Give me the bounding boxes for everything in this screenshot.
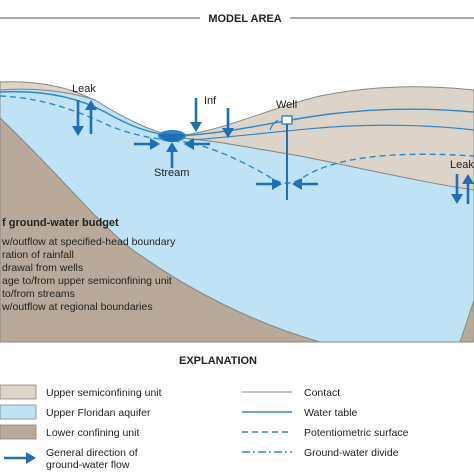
- budget-item: age to/from upper semiconfining unit: [2, 275, 172, 287]
- water-table-line: [0, 90, 474, 137]
- legend-flow-arrow-icon: [4, 452, 36, 464]
- budget-item: ration of rainfall: [2, 249, 74, 261]
- swatch-lower-confining: [0, 424, 37, 440]
- model-area-title: MODEL AREA: [208, 13, 281, 25]
- lower-confining-unit-right: [459, 299, 474, 343]
- inf-arrow-2: [222, 108, 234, 138]
- stream-label: Stream: [154, 167, 189, 179]
- budget-list: f ground-water budget w/outflow at speci…: [1, 217, 176, 313]
- inf-arrow-1: [190, 98, 202, 132]
- legend-flow-label-2: ground-water flow: [46, 459, 130, 471]
- cross-section: Leak Inf Well Stream Leak: [0, 81, 474, 343]
- legend-upper-floridan-label: Upper Floridan aquifer: [46, 407, 151, 419]
- legend-lower-confining-label: Lower confining unit: [46, 427, 139, 439]
- well-left-arrow: [256, 178, 282, 190]
- water-table-line-2: [189, 124, 474, 141]
- well-right-arrow: [292, 178, 318, 190]
- leak-left-up-arrow: [85, 100, 97, 134]
- leak-left-label: Leak: [72, 83, 96, 95]
- budget-item: drawal from wells: [2, 262, 83, 274]
- explanation-legend: EXPLANATION Upper semiconfining unit Upp…: [0, 355, 409, 471]
- model-area-header: MODEL AREA: [0, 13, 474, 25]
- legend-upper-semiconfining-label: Upper semiconfining unit: [46, 387, 162, 399]
- legend-contact-label: Contact: [304, 387, 340, 399]
- well-symbol: [269, 115, 293, 200]
- swatch-upper-semiconfining: [0, 384, 37, 400]
- leak-left-down-arrow: [72, 100, 84, 136]
- budget-item: to/from streams: [2, 288, 75, 300]
- explanation-title: EXPLANATION: [179, 355, 257, 367]
- lower-confining-unit: [0, 117, 321, 343]
- legend-water-table-label: Water table: [304, 407, 357, 419]
- budget-title: f ground-water budget: [2, 217, 119, 229]
- well-label: Well: [276, 99, 297, 111]
- stream-right-arrow: [184, 138, 210, 150]
- leak-right-label: Leak: [450, 159, 474, 171]
- swatch-upper-floridan: [0, 404, 37, 420]
- legend-flow-label-1: General direction of: [46, 447, 138, 459]
- stream-left-arrow: [134, 138, 160, 150]
- legend-divide-label: Ground-water divide: [304, 447, 399, 459]
- stream-up-arrow: [166, 142, 178, 168]
- legend-potentiometric-label: Potentiometric surface: [304, 427, 409, 439]
- leak-right-up-arrow: [462, 174, 474, 204]
- leak-right-down-arrow: [451, 174, 463, 204]
- stream-channel: [158, 134, 186, 142]
- potentiometric-surface-line: [0, 95, 474, 184]
- inf-label: Inf: [204, 95, 217, 107]
- budget-item: w/outflow at regional boundaries: [1, 301, 153, 313]
- budget-item: w/outflow at specified-head boundary: [1, 236, 176, 248]
